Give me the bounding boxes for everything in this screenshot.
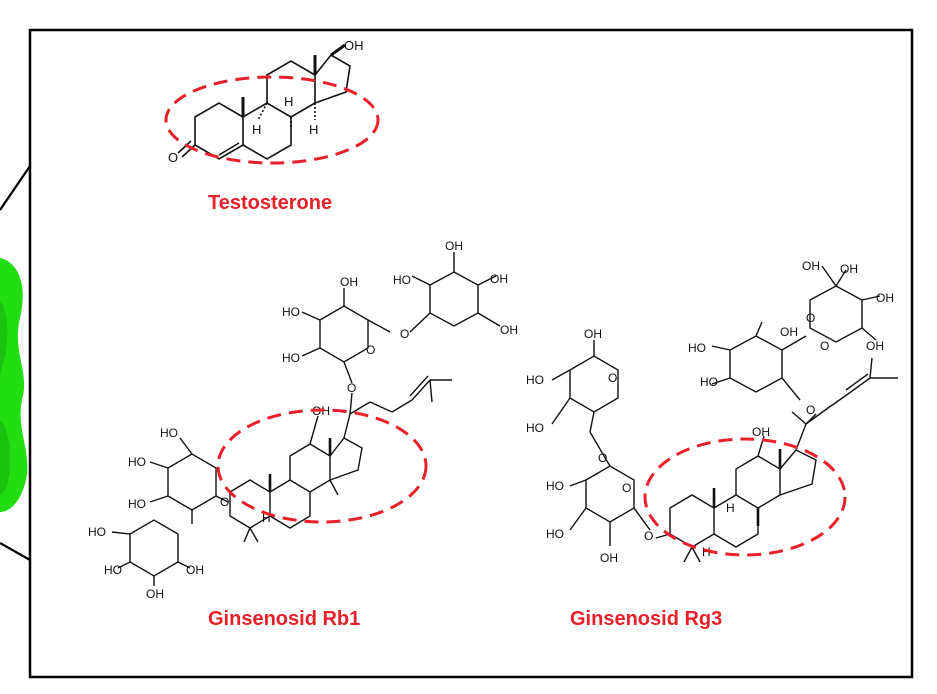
rb1-o-label-1: O bbox=[366, 343, 375, 357]
rg3-h-label-1: H bbox=[726, 501, 735, 515]
figure-frame bbox=[28, 28, 914, 679]
testosterone-caption: Testosterone bbox=[208, 192, 333, 214]
testosterone-steroid-highlight bbox=[164, 75, 380, 165]
rg3-ho-label-4: HO bbox=[526, 421, 544, 435]
rb1-oh-label-3: OH bbox=[500, 323, 518, 337]
zoom-line-top bbox=[0, 165, 31, 211]
rg3-oh-label-8: OH bbox=[600, 551, 618, 565]
ginsenosid-rb1-caption: Ginsenosid Rb1 bbox=[208, 608, 361, 630]
rb1-steroid-highlight bbox=[216, 408, 428, 524]
testosterone-h-label-3: H bbox=[309, 122, 318, 137]
rg3-ho-label-1: HO bbox=[688, 341, 706, 355]
testosterone-o-label: O bbox=[168, 150, 178, 165]
rg3-oh-label-6: OH bbox=[752, 425, 770, 439]
ginsenosid-rg3-caption: Ginsenosid Rg3 bbox=[570, 608, 723, 630]
ginsenoside-rb1-structure bbox=[111, 252, 501, 586]
rb1-ho-label-3: HO bbox=[282, 351, 300, 365]
rg3-ho-label-2: HO bbox=[700, 375, 718, 389]
rb1-ho-label-4: HO bbox=[160, 426, 178, 440]
rg3-o-label-2: O bbox=[820, 339, 829, 353]
ginsenoside-rg3-structure bbox=[551, 265, 898, 563]
rg3-ho-label-6: HO bbox=[546, 527, 564, 541]
rb1-oh-label-2: OH bbox=[490, 272, 508, 286]
rg3-oh-label-4: OH bbox=[866, 339, 884, 353]
rg3-o-label-3: O bbox=[806, 403, 815, 417]
rg3-o-label-4: O bbox=[644, 529, 653, 543]
rg3-ho-label-5: HO bbox=[546, 479, 564, 493]
protein-surface bbox=[0, 258, 28, 512]
rg3-steroid-highlight bbox=[643, 437, 847, 557]
rg3-o-label-5: O bbox=[608, 371, 617, 385]
rb1-ho-label-1: HO bbox=[393, 273, 411, 287]
rg3-oh-label-5: OH bbox=[780, 325, 798, 339]
testosterone-oh-label: OH bbox=[344, 38, 364, 53]
rg3-o-label-1: O bbox=[806, 311, 815, 325]
rb1-oh-label-6: OH bbox=[146, 587, 164, 601]
rb1-o-label-2: O bbox=[400, 327, 409, 341]
rb1-o-label-4: O bbox=[220, 495, 229, 509]
testosterone-h-label-1: H bbox=[252, 122, 261, 137]
rg3-oh-label-3: OH bbox=[876, 291, 894, 305]
rg3-o-label-7: O bbox=[622, 481, 631, 495]
rb1-oh-label-4: OH bbox=[340, 275, 358, 289]
rb1-ho-label-7: HO bbox=[88, 525, 106, 539]
rg3-oh-label-2: OH bbox=[840, 262, 858, 276]
rg3-ho-label-3: HO bbox=[526, 373, 544, 387]
rb1-ho-label-2: HO bbox=[282, 305, 300, 319]
testosterone-structure bbox=[177, 43, 351, 160]
rb1-oh-label-7: OH bbox=[186, 563, 204, 577]
rb1-ho-label-6: HO bbox=[128, 497, 146, 511]
testosterone-h-label-2: H bbox=[284, 94, 293, 109]
rg3-oh-label-7: OH bbox=[584, 327, 602, 341]
rb1-o-label-3: O bbox=[347, 381, 356, 395]
zoom-line-bottom bbox=[0, 542, 31, 561]
rg3-oh-label-1: OH bbox=[802, 259, 820, 273]
rb1-h-label: H bbox=[262, 511, 271, 525]
rb1-oh-label-1: OH bbox=[445, 239, 463, 253]
rg3-o-label-6: O bbox=[598, 451, 607, 465]
rb1-ho-label-5: HO bbox=[128, 455, 146, 469]
rb1-ho-label-8: HO bbox=[104, 563, 122, 577]
